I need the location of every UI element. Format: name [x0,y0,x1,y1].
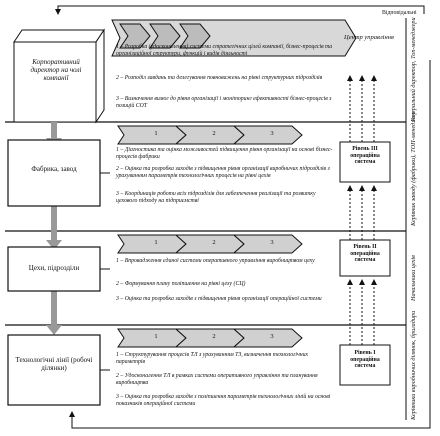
dotted-up-arrows [347,75,377,345]
factory-item-1: 1 – Діагностика та оцінка можливостей пі… [116,147,333,160]
responsible-factory: Керівник заводу (фабрики), ТОП-менеджер [410,111,417,226]
l3-chevron-2: 2 [212,130,216,137]
factory-item-2: 2 – Оцінка та розробка заходів з підвище… [116,166,330,179]
l1-chevron-3: 3 [270,333,274,340]
lines-item-3: 3 – Оцінка та розробка заходів з поліпше… [116,394,331,407]
responsible-top: Генеральний директор, Топ-менеджери [410,17,417,122]
level-box-lines [7,334,101,406]
lines-item-1: 1 – Структурування процесів ТЛ з урахува… [116,352,309,365]
top-arrow-banner [111,19,357,57]
responsible-shops: Начальники цехів [410,255,417,301]
level1-chevrons [117,125,303,145]
level-box-shops [7,246,101,292]
top-item-1: 1 – Розробка (удосконалення) системи стр… [116,44,333,57]
level3-chevrons [117,328,303,348]
l2-chevron-1: 1 [154,239,158,246]
top-feedback-arrow [55,5,425,15]
shops-box-label: Цехи, підрозділи [28,264,80,272]
bottom-return-arrow [69,60,431,429]
factory-item-3: 3 – Координація роботи всіх підрозділів … [116,191,316,204]
shops-item-3: 3 – Оцінка та розробка заходів з підвище… [116,296,322,302]
l1-chevron-1: 1 [154,333,158,340]
top-item-3: 3 – Визначення вимог до рівня організаці… [116,96,332,109]
responsible-lines: Керівники виробничих ділянок, бригадири [410,310,417,420]
l3-chevron-3: 3 [270,130,274,137]
strategy-box [13,28,105,124]
factory-box-label: Фабрика, завод [31,165,77,173]
l3-chevron-1: 1 [154,130,158,137]
top-item-2: 2 – Розподіл завдань та делегування повн… [116,75,323,81]
level-box-factory [7,139,101,207]
level-i-label: Рівень I операційна система [350,350,380,370]
responsible-header: Відповідальні [382,10,417,16]
lines-item-2: 2 – Удосконалення ТЛ в рамках системи оп… [116,373,318,386]
level-ii-box [339,239,391,277]
l2-chevron-3: 3 [270,239,274,246]
l1-chevron-2: 2 [212,333,216,340]
level-iii-label: Рівень III операційна система [350,146,380,166]
strategy-box-label: Корпоративний директор на чолі компанії [30,58,82,83]
l2-chevron-2: 2 [212,239,216,246]
shops-item-1: 1 – Впровадження єдиної системи оператив… [116,258,315,264]
level-ii-label: Рівень II операційна система [350,244,380,264]
center-of-management: Центр управління [344,34,394,41]
level2-chevrons [117,234,303,254]
level-iii-box [339,141,391,183]
shops-item-2: 2 – Формування плану поліпшення на рівні… [116,281,246,287]
lines-box-label: Технологічні лінії (робочі ділянки) [15,356,93,373]
level-i-box [339,344,391,386]
